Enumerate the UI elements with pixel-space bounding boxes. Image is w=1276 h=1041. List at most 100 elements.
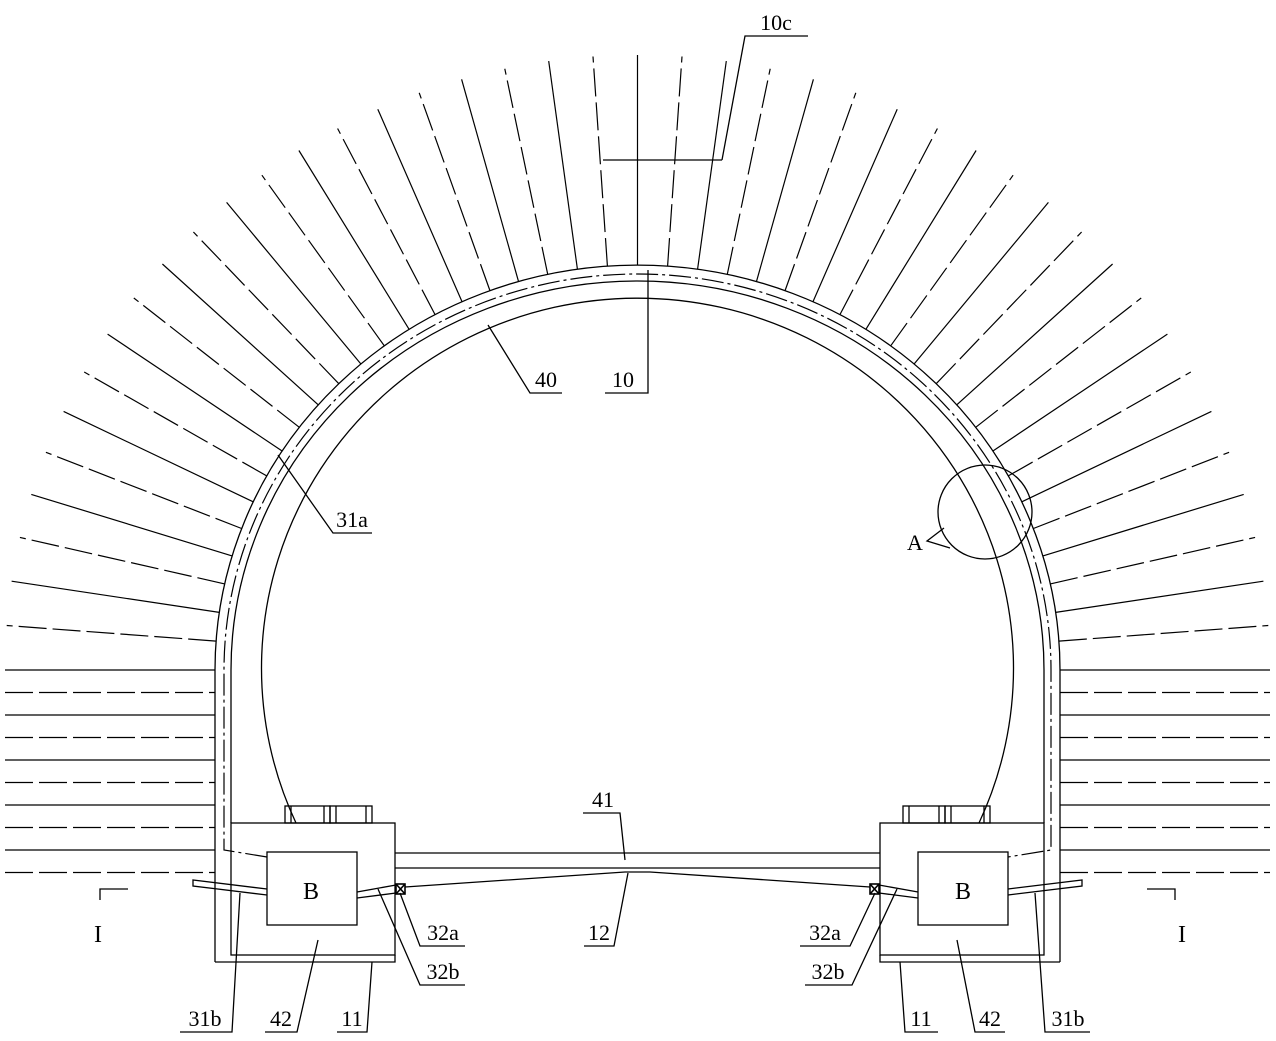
solid-anchor-ray xyxy=(913,202,1049,365)
leader-line xyxy=(956,939,1005,1033)
seal-hatch xyxy=(869,883,880,895)
label-42-left: 42 xyxy=(270,1006,292,1031)
right-rail-boxes xyxy=(902,805,991,824)
dashed-anchor-ray xyxy=(975,297,1142,428)
solid-anchor-ray xyxy=(377,108,463,302)
dashed-anchor-ray xyxy=(935,231,1083,385)
dashed-anchor-ray xyxy=(83,371,267,477)
leader-line xyxy=(1034,892,1090,1033)
leader-line xyxy=(487,324,562,394)
left-seal-block xyxy=(395,883,406,895)
leader-line xyxy=(377,888,465,986)
waterproof-layer-line xyxy=(223,273,1052,858)
label-12: 12 xyxy=(588,920,610,945)
dashed-anchor-ray xyxy=(1033,451,1230,530)
dashed-anchor-ray xyxy=(784,92,857,291)
solid-anchor-ray xyxy=(812,108,898,302)
secondary-lining-arch xyxy=(260,297,1015,824)
solid-anchor-ray xyxy=(1021,410,1212,503)
right-outer-drain-pipe xyxy=(1007,879,1083,896)
label-detail-a: A xyxy=(907,530,923,555)
solid-anchor-ray xyxy=(161,263,319,406)
solid-anchor-ray xyxy=(865,150,977,330)
label-42-right: 42 xyxy=(979,1006,1001,1031)
solid-anchor-ray xyxy=(1042,493,1244,557)
rail-box xyxy=(329,805,373,824)
leader-line xyxy=(399,892,465,947)
solid-anchor-ray xyxy=(697,61,727,270)
pipe-line xyxy=(878,884,919,893)
leader-line xyxy=(584,872,629,947)
dashed-anchor-ray xyxy=(45,451,242,530)
leader-line xyxy=(805,888,898,986)
leader-line xyxy=(605,270,649,394)
solid-anchor-ray xyxy=(956,263,1114,406)
solid-anchor-ray xyxy=(226,202,362,365)
leader-line xyxy=(277,454,372,534)
leader-line xyxy=(583,812,626,861)
pipe-line xyxy=(356,884,397,893)
detail-callout-pointer xyxy=(925,527,951,549)
rail-box xyxy=(902,805,946,824)
detail-callout-circle xyxy=(937,464,1033,560)
right-footing-base-line xyxy=(879,955,1060,963)
label-11-left: 11 xyxy=(341,1006,362,1031)
dashed-anchor-ray xyxy=(726,68,771,275)
label-41: 41 xyxy=(592,787,614,812)
pipe-line xyxy=(1007,879,1083,896)
pipe-line xyxy=(878,892,919,899)
label-32a-right: 32a xyxy=(809,920,841,945)
label-31b-right: 31b xyxy=(1052,1006,1085,1031)
pipe-line xyxy=(192,879,268,896)
label-box-b-right: B xyxy=(955,879,971,905)
solid-anchor-ray xyxy=(11,580,220,613)
label-31a: 31a xyxy=(336,507,368,532)
dashed-anchor-ray xyxy=(667,56,683,267)
leader-line xyxy=(265,939,319,1033)
solid-anchor-ray xyxy=(1055,580,1264,613)
dashed-anchor-ray xyxy=(1058,624,1269,642)
label-40: 40 xyxy=(535,367,557,392)
seal-hatch xyxy=(395,883,406,895)
left-transverse-pipe xyxy=(356,884,397,899)
leader-line xyxy=(180,892,241,1033)
leader-line xyxy=(721,35,808,161)
dashed-anchor-ray xyxy=(839,128,938,315)
solid-anchor-ray xyxy=(548,61,578,270)
left-footing-base-line xyxy=(215,955,396,963)
section-marker-left xyxy=(99,888,128,900)
leader-line xyxy=(899,961,938,1033)
solid-anchor-ray xyxy=(298,150,410,330)
dashed-anchor-ray xyxy=(133,297,300,428)
solid-anchor-ray xyxy=(107,333,283,452)
dashed-anchor-ray xyxy=(1050,536,1256,585)
left-outer-drain-pipe xyxy=(192,879,268,896)
solid-anchor-ray xyxy=(992,333,1168,452)
label-32b-right: 32b xyxy=(812,959,845,984)
solid-anchor-ray xyxy=(755,79,814,282)
left-rail-boxes xyxy=(284,805,373,824)
solid-anchor-ray xyxy=(461,79,520,282)
dashed-anchor-ray xyxy=(19,536,225,585)
section-marker-right xyxy=(1147,888,1176,900)
dashed-anchor-ray xyxy=(192,231,340,385)
dashed-anchor-ray xyxy=(6,624,217,642)
leader-line xyxy=(337,961,373,1033)
right-transverse-pipe xyxy=(878,884,919,899)
dashed-anchor-ray xyxy=(890,174,1014,347)
label-section-i-right: I xyxy=(1178,922,1186,948)
dashed-anchor-ray xyxy=(592,56,608,267)
invert-slab-bottom-line xyxy=(404,871,871,888)
pipe-line xyxy=(356,892,397,899)
primary-support-outer-line xyxy=(214,264,1061,962)
dashed-anchor-ray xyxy=(504,68,549,275)
label-31b-left: 31b xyxy=(189,1006,222,1031)
dashed-anchor-ray xyxy=(261,174,385,347)
label-section-i-left: I xyxy=(94,922,102,948)
right-seal-block xyxy=(869,883,880,895)
label-32a-left: 32a xyxy=(427,920,459,945)
anchor-ray-group xyxy=(5,55,1270,874)
primary-support-inner-line xyxy=(230,280,1045,823)
solid-anchor-ray xyxy=(31,493,233,557)
